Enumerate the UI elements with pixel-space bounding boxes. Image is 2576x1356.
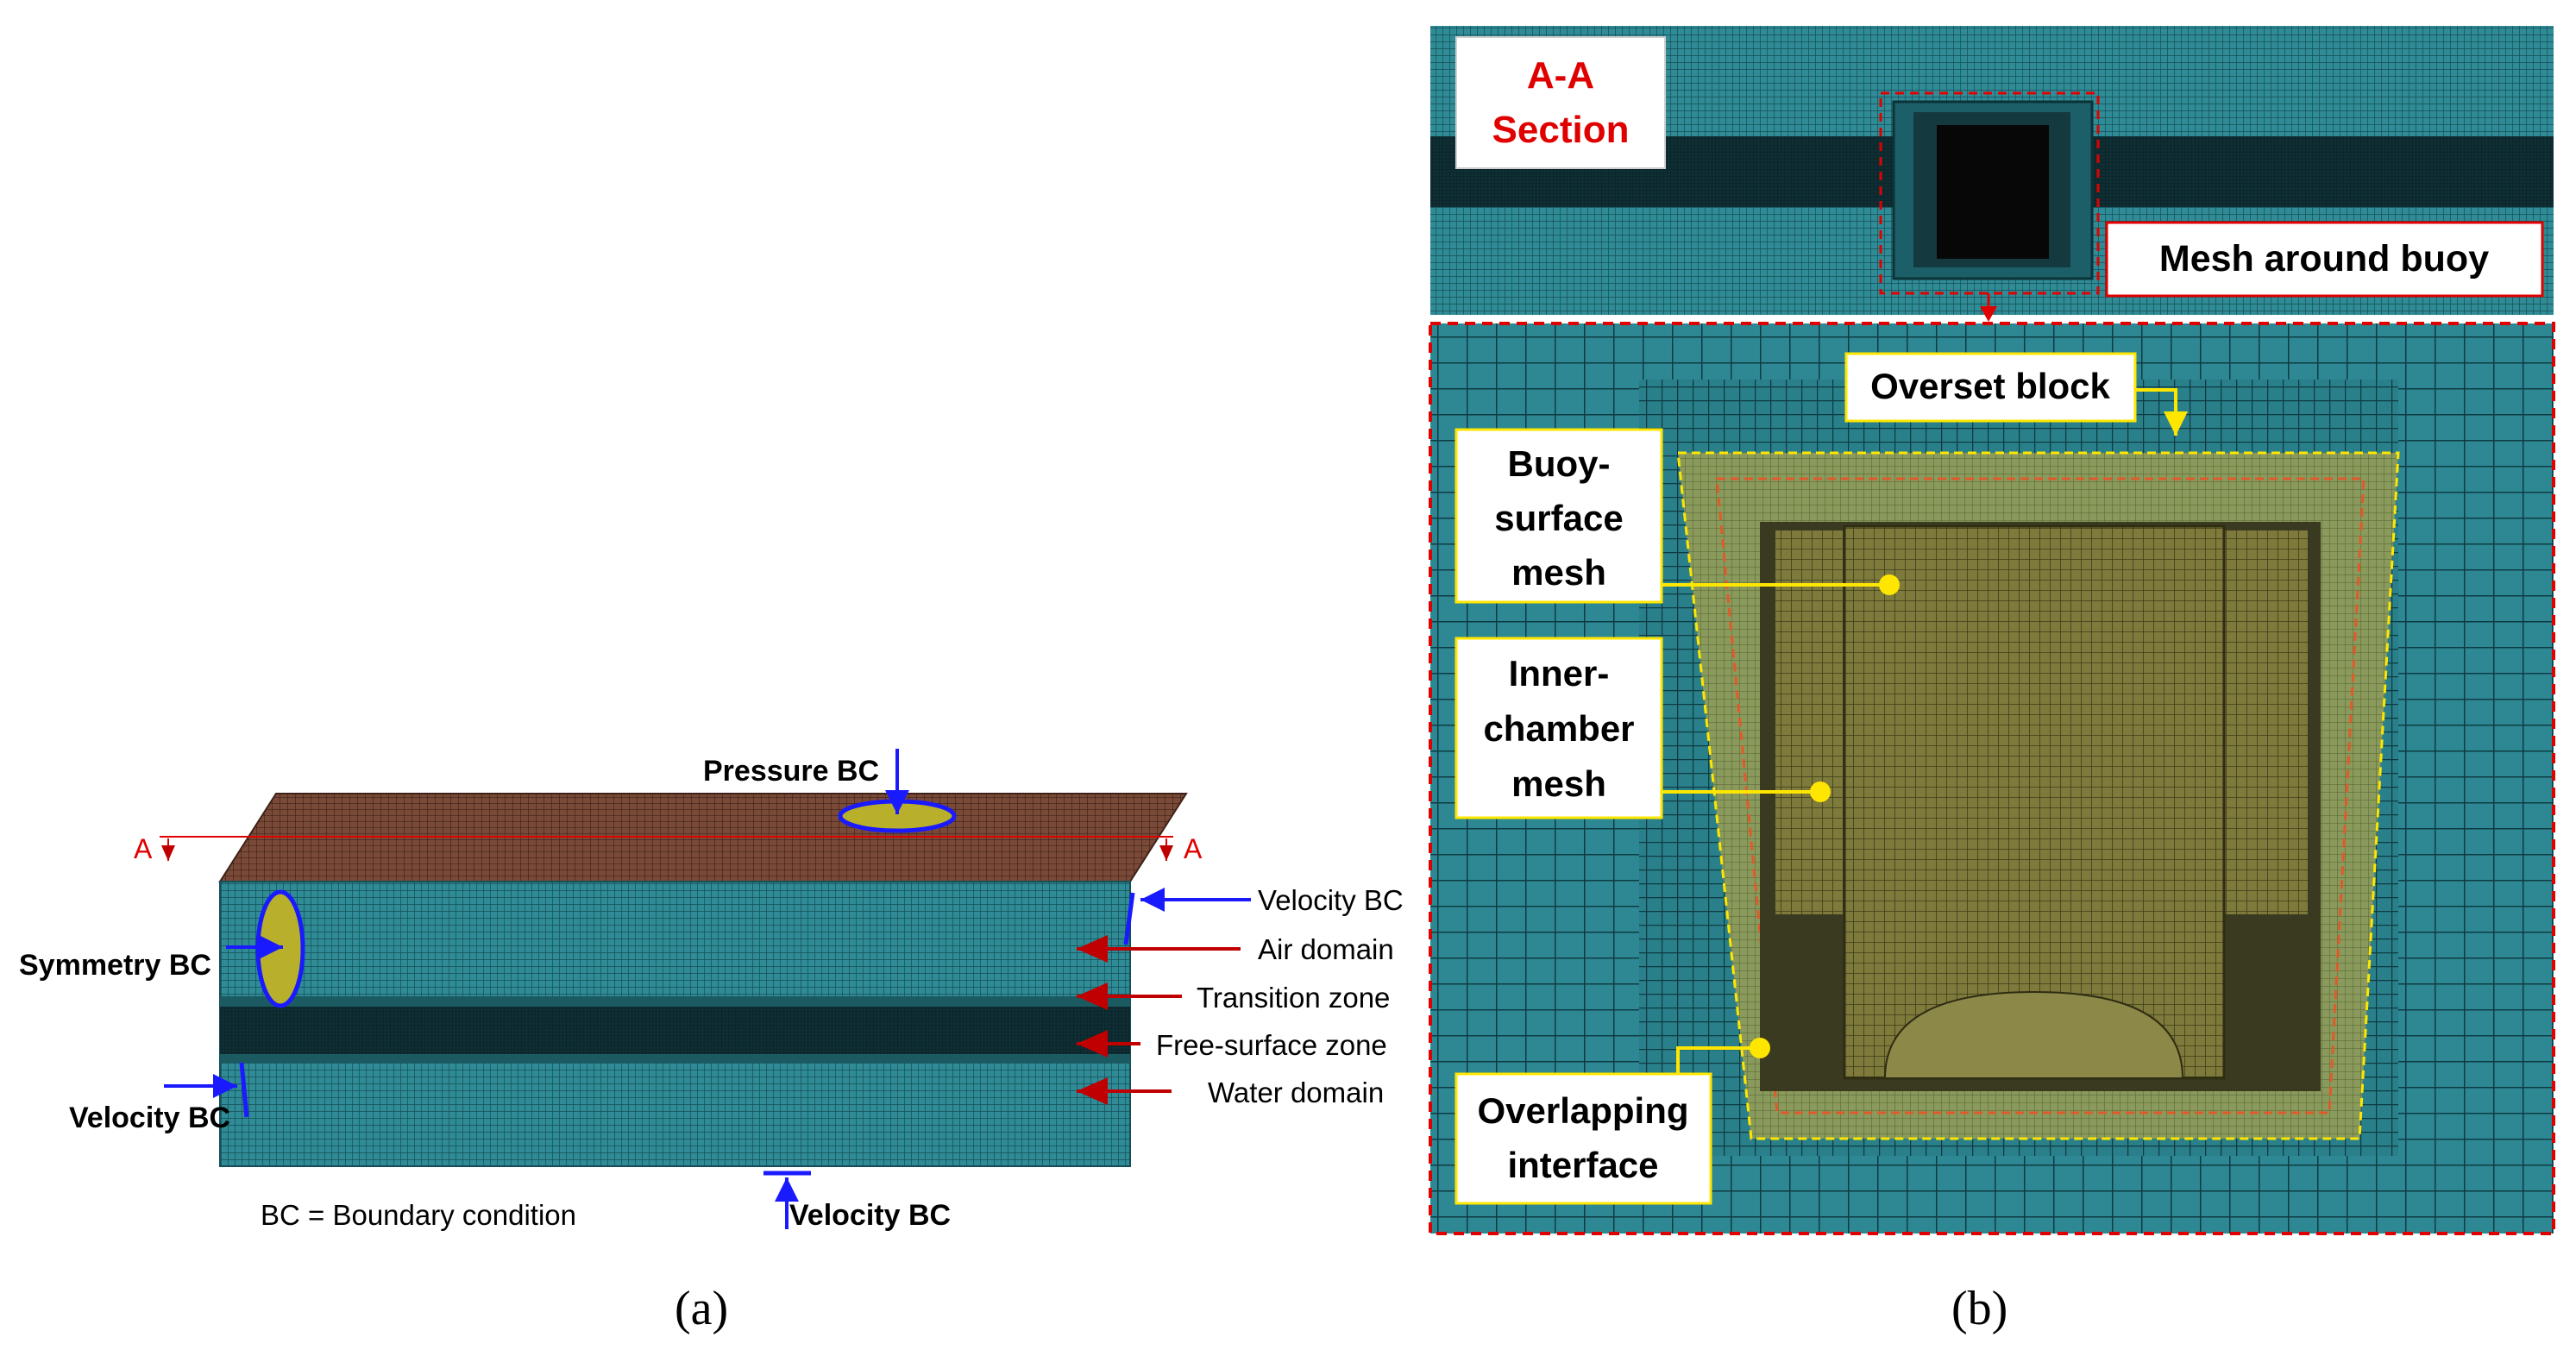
bc-note: BC = Boundary condition bbox=[261, 1199, 576, 1231]
buoy-surface-mesh-line1: Buoy- bbox=[1508, 443, 1611, 484]
section-marker-left: A bbox=[134, 833, 153, 864]
lower-transition-band bbox=[220, 1054, 1130, 1063]
overset-block-box bbox=[1844, 352, 2137, 423]
transition-zone-label: Transition zone bbox=[1197, 982, 1390, 1014]
panel-b: A-A Section Mesh around buoy Overset blo… bbox=[1429, 26, 2555, 1335]
caption-b: (b) bbox=[1951, 1282, 2007, 1335]
buoy-surface-mesh-box bbox=[1454, 428, 1663, 604]
free-surface-zone-label: Free-surface zone bbox=[1156, 1029, 1387, 1061]
free-surface-band bbox=[220, 1007, 1130, 1054]
aa-buoy-core bbox=[1937, 125, 2049, 259]
pressure-bc-label: Pressure BC bbox=[703, 755, 879, 788]
overlapping-interface-leader bbox=[1676, 1046, 1760, 1074]
inner-chamber-mesh-dot bbox=[1810, 782, 1831, 802]
overlapping-interface-line2: interface bbox=[1507, 1145, 1658, 1185]
zoom-connector-head bbox=[1980, 306, 1997, 322]
overlapping-interface-line1: Overlapping bbox=[1477, 1090, 1688, 1131]
mesh-around-buoy-box bbox=[2105, 221, 2544, 298]
overlapping-interface-dot bbox=[1750, 1038, 1770, 1058]
buoy-inner-chamber bbox=[1843, 524, 2226, 1080]
overlapping-interface-box bbox=[1454, 1072, 1712, 1205]
transition-band bbox=[220, 996, 1130, 1007]
inner-chamber-mesh-line1: Inner- bbox=[1509, 653, 1610, 694]
buoy-surface-mesh-dot bbox=[1879, 574, 1900, 595]
velocity-bc-bottom-label: Velocity BC bbox=[789, 1199, 951, 1232]
panel-a: A A Pressure BC Symmetry BC Velocity BC … bbox=[19, 749, 1404, 1335]
symmetry-bc-label: Symmetry BC bbox=[19, 949, 211, 982]
caption-a: (a) bbox=[675, 1282, 728, 1335]
mesh-around-buoy-label: Mesh around buoy bbox=[2159, 238, 2489, 279]
velocity-bc-right-label: Velocity BC bbox=[1258, 884, 1404, 916]
inner-chamber-mesh-box bbox=[1454, 637, 1663, 819]
velocity-bc-left-bar bbox=[239, 1062, 249, 1118]
aa-section-label-box bbox=[1455, 36, 1666, 169]
section-marker-right: A bbox=[1184, 833, 1203, 864]
inner-chamber-mesh-line3: mesh bbox=[1511, 763, 1606, 804]
velocity-bc-left-label: Velocity BC bbox=[69, 1102, 230, 1134]
water-domain-label: Water domain bbox=[1208, 1077, 1384, 1108]
overset-block-leader bbox=[2135, 388, 2188, 436]
velocity-bc-right-bar bbox=[1123, 892, 1135, 945]
overset-block-label: Overset block bbox=[1870, 366, 2110, 406]
aa-section-title: A-A bbox=[1527, 54, 1594, 97]
buoy-surface-mesh-line2: surface bbox=[1494, 498, 1623, 538]
overset-inner-boundary bbox=[1715, 477, 2366, 1114]
inner-chamber-mesh-line2: chamber bbox=[1483, 708, 1634, 749]
aa-zoom-box bbox=[1879, 91, 2100, 295]
aa-section-subtitle: Section bbox=[1492, 109, 1630, 151]
air-domain-label: Air domain bbox=[1258, 933, 1394, 965]
zoom-detail-frame bbox=[1429, 322, 2555, 1235]
buoy-bottom-dome bbox=[1883, 990, 2184, 1079]
buoy-surface-mesh-line3: mesh bbox=[1511, 552, 1606, 593]
